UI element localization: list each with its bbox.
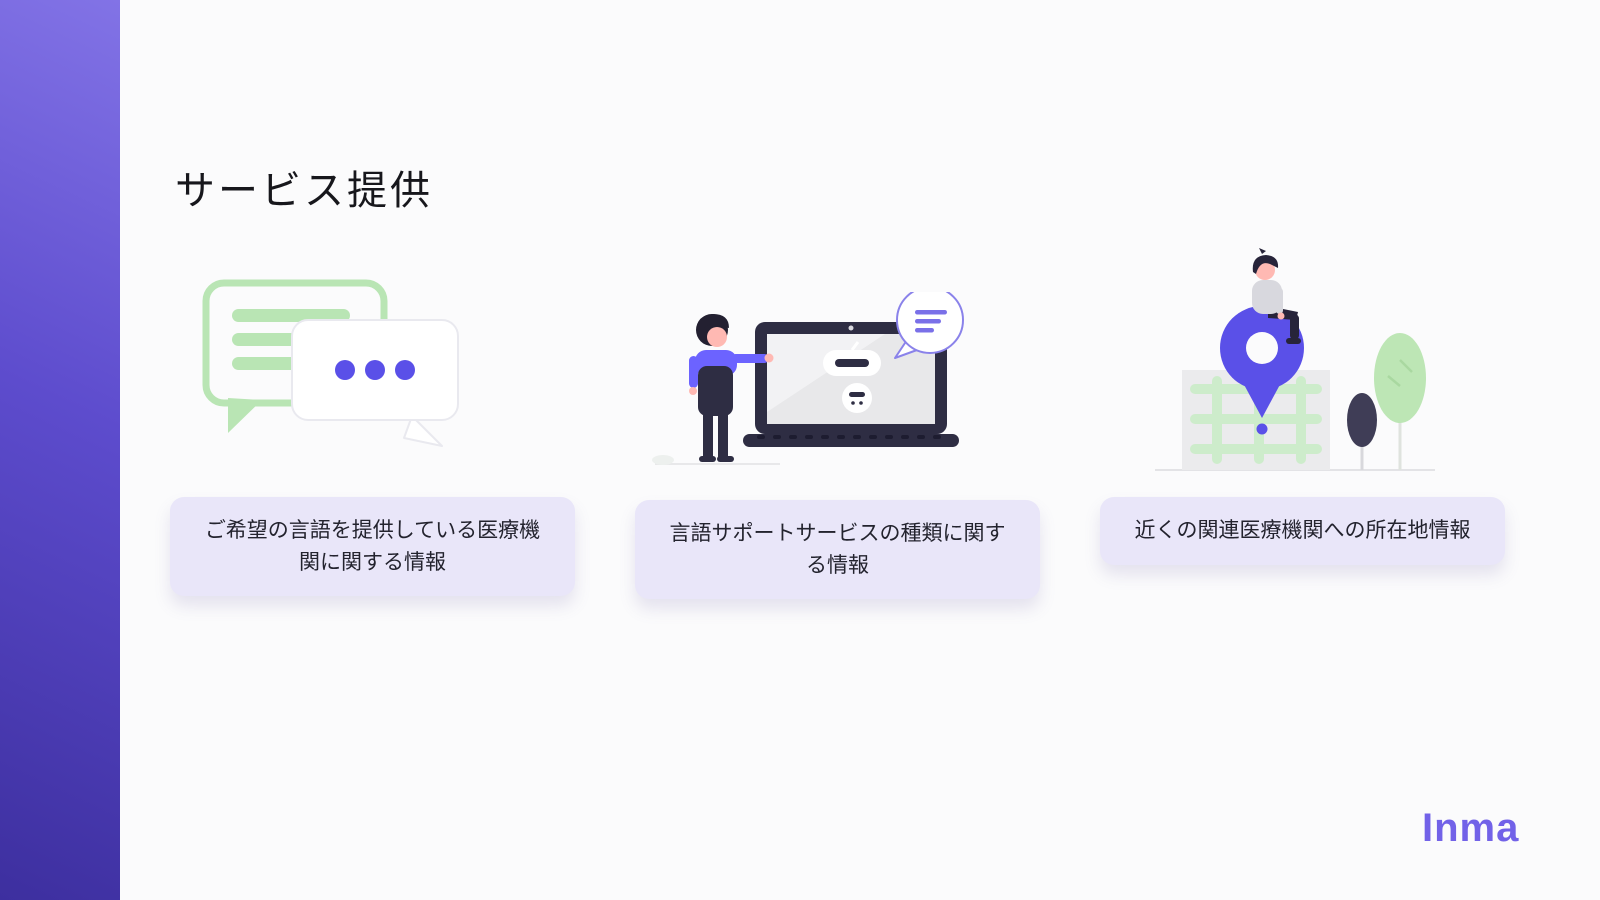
sitting-person-figure bbox=[1252, 248, 1301, 344]
woman-figure bbox=[689, 314, 774, 462]
chatbot-laptop-illustration bbox=[652, 292, 964, 465]
brand-logo: Inma bbox=[1422, 806, 1520, 850]
tree-green-icon bbox=[1374, 333, 1426, 470]
white-chat-bubble-icon bbox=[291, 319, 459, 447]
map-location-pin-illustration bbox=[1155, 248, 1435, 471]
laptop-icon bbox=[743, 322, 959, 447]
plant-icon bbox=[652, 455, 674, 465]
tree-dark-icon bbox=[1347, 393, 1377, 470]
chat-bubbles-illustration bbox=[202, 279, 459, 447]
speech-bubble-icon bbox=[894, 292, 964, 359]
service-card-1: ご希望の言語を提供している医療機関に関する情報 bbox=[170, 497, 575, 596]
service-card-3-text: 近くの関連医療機関への所在地情報 bbox=[1134, 519, 1471, 542]
service-card-2: 言語サポートサービスの種類に関する情報 bbox=[635, 500, 1040, 599]
location-pin-icon bbox=[1220, 306, 1304, 435]
service-card-1-text: ご希望の言語を提供している医療機関に関する情報 bbox=[204, 519, 541, 574]
left-accent-bar bbox=[0, 0, 120, 900]
robot-icon bbox=[823, 341, 881, 413]
service-card-3: 近くの関連医療機関への所在地情報 bbox=[1100, 497, 1505, 565]
page-title: サービス提供 bbox=[175, 168, 433, 213]
service-card-2-text: 言語サポートサービスの種類に関する情報 bbox=[669, 522, 1006, 577]
